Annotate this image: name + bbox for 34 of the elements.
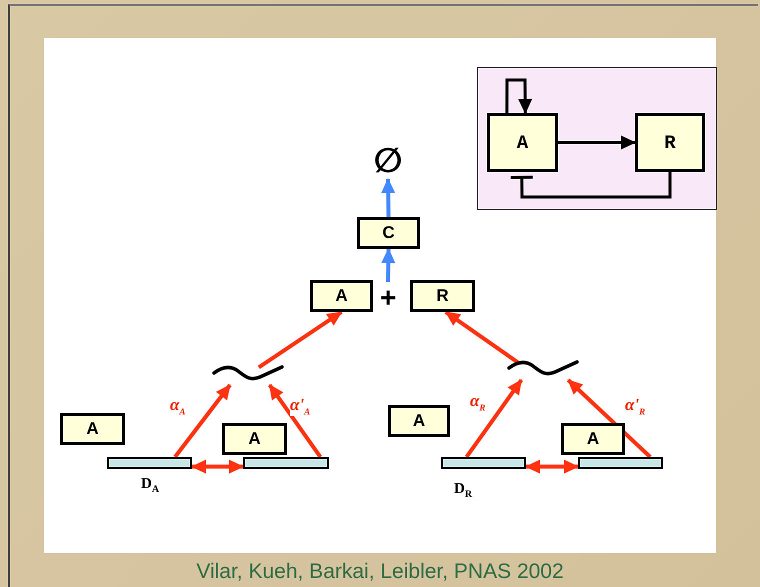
rate-label: α'$_{A}$ <box>290 396 310 416</box>
gene-bar <box>107 457 192 469</box>
arrow <box>173 384 232 458</box>
arrow <box>258 310 343 370</box>
species-box: R <box>410 280 475 312</box>
species-box: A <box>561 423 625 455</box>
arrow <box>444 310 519 364</box>
arrow <box>191 460 244 474</box>
arrow <box>464 378 524 458</box>
rate-label: α'$_{R}$ <box>625 396 646 416</box>
degradation-symbol: ∅ <box>370 143 406 179</box>
species-box: A <box>310 280 373 312</box>
inset-panel <box>477 67 717 210</box>
gene-bar <box>578 457 663 469</box>
plus-sign: + <box>380 284 396 312</box>
arrow <box>268 384 322 458</box>
arrow <box>505 78 532 114</box>
species-box: A <box>388 405 450 437</box>
species-box: A <box>60 413 125 445</box>
arrow <box>566 378 652 458</box>
gene-bar <box>243 457 329 469</box>
species-box: R <box>635 113 705 172</box>
gene-label: D$_{R}$ <box>454 481 472 500</box>
arrow <box>558 136 636 150</box>
species-box: A <box>222 423 287 455</box>
gene-label: D$_{A}$ <box>141 476 160 495</box>
arrow <box>381 248 396 282</box>
citation-text: Vilar, Kueh, Barkai, Leibler, PNAS 2002 <box>195 559 565 585</box>
arrow <box>381 178 396 218</box>
inhibition-line <box>510 172 672 198</box>
arrow <box>525 460 579 474</box>
species-box: C <box>357 217 420 249</box>
species-box: A <box>487 113 558 172</box>
gene-bar <box>441 457 526 469</box>
